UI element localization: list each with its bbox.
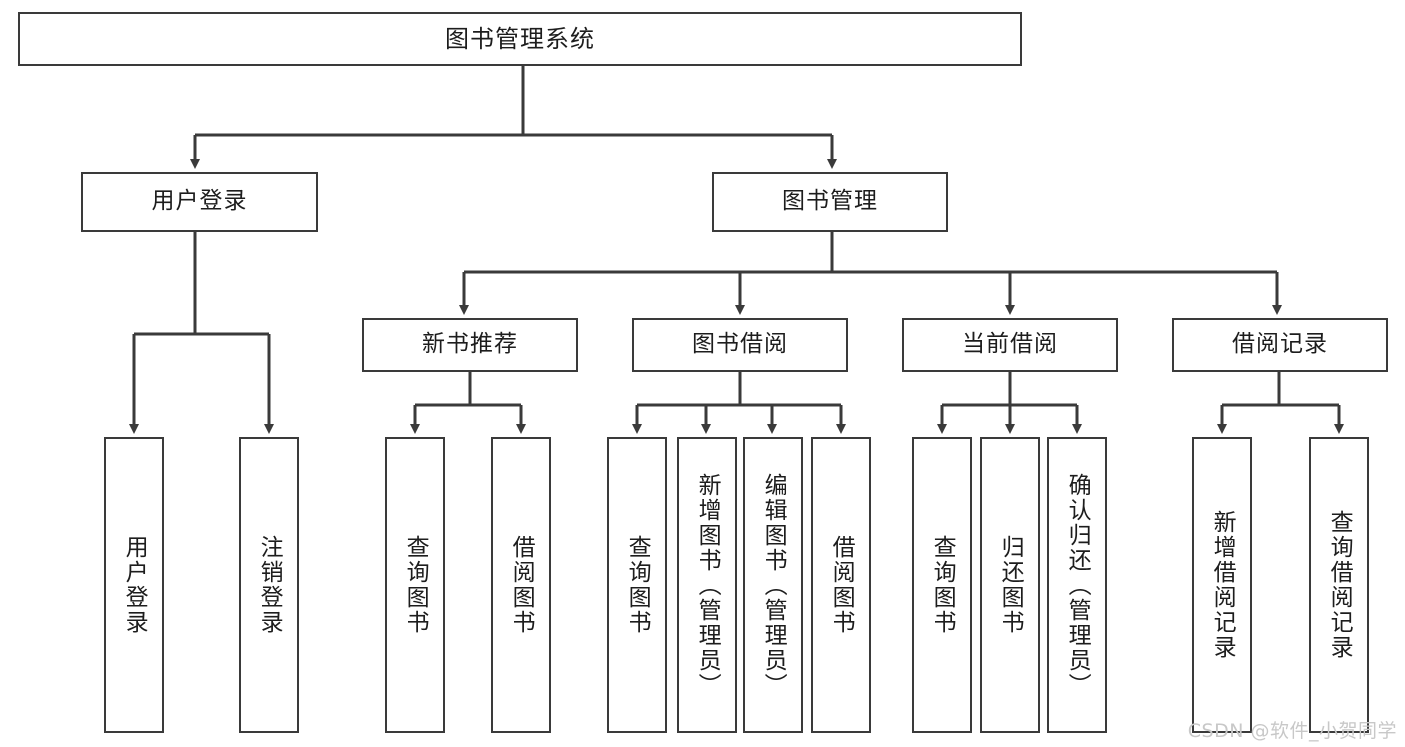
leaf-book-borrow-query[interactable]: 查询图书	[607, 437, 667, 733]
node-new-book-recommend[interactable]: 新书推荐	[362, 318, 578, 372]
node-label: 用户登录	[121, 535, 148, 635]
leaf-user-login-logout[interactable]: 注销登录	[239, 437, 299, 733]
node-label: 新增图书（管理员）	[694, 472, 721, 698]
leaf-current-borrow-return[interactable]: 归还图书	[980, 437, 1040, 733]
node-label: 编辑图书（管理员）	[760, 472, 787, 698]
node-label: 新增借阅记录	[1209, 510, 1236, 660]
leaf-borrow-record-add[interactable]: 新增借阅记录	[1192, 437, 1252, 733]
leaf-new-book-borrow[interactable]: 借阅图书	[491, 437, 551, 733]
node-label: 查询图书	[929, 535, 956, 635]
node-label: 归还图书	[997, 535, 1024, 635]
node-label: 查询图书	[624, 535, 651, 635]
node-label: 用户登录	[151, 188, 248, 215]
node-label: 图书管理	[782, 188, 878, 215]
node-current-borrow[interactable]: 当前借阅	[902, 318, 1118, 372]
leaf-book-borrow-add[interactable]: 新增图书（管理员）	[677, 437, 737, 733]
leaf-user-login-login[interactable]: 用户登录	[104, 437, 164, 733]
node-label: 确认归还（管理员）	[1064, 472, 1091, 698]
leaf-borrow-record-query[interactable]: 查询借阅记录	[1309, 437, 1369, 733]
node-label: 查询图书	[402, 535, 429, 635]
leaf-book-borrow-edit[interactable]: 编辑图书（管理员）	[743, 437, 803, 733]
leaf-new-book-query[interactable]: 查询图书	[385, 437, 445, 733]
node-label: 新书推荐	[422, 331, 518, 358]
node-book-borrow[interactable]: 图书借阅	[632, 318, 848, 372]
node-label: 借阅图书	[508, 535, 535, 635]
node-label: 注销登录	[256, 535, 283, 635]
leaf-current-borrow-confirm-return[interactable]: 确认归还（管理员）	[1047, 437, 1107, 733]
node-label: 图书借阅	[692, 331, 788, 358]
leaf-current-borrow-query[interactable]: 查询图书	[912, 437, 972, 733]
node-label: 借阅记录	[1232, 331, 1328, 358]
watermark-credit: CSDN @软件_小贺同学	[1187, 720, 1397, 742]
node-label: 借阅图书	[828, 535, 855, 635]
node-label: 查询借阅记录	[1326, 510, 1353, 660]
node-book-management[interactable]: 图书管理	[712, 172, 948, 232]
node-borrow-record[interactable]: 借阅记录	[1172, 318, 1388, 372]
node-user-login[interactable]: 用户登录	[81, 172, 318, 232]
node-label: 图书管理系统	[445, 24, 595, 53]
node-label: 当前借阅	[962, 331, 1058, 358]
leaf-book-borrow-borrow[interactable]: 借阅图书	[811, 437, 871, 733]
node-root-system[interactable]: 图书管理系统	[18, 12, 1022, 66]
